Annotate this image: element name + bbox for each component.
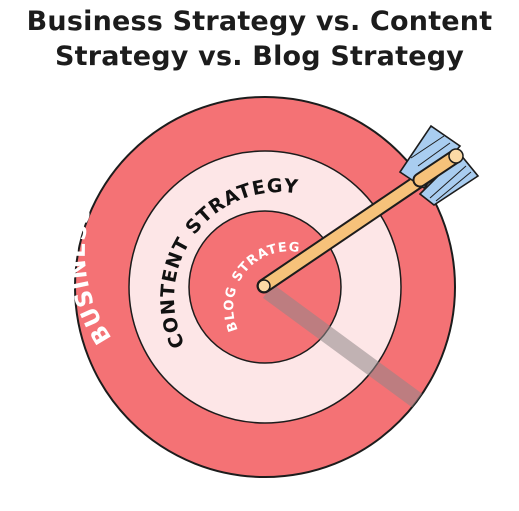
arrow-tip (257, 279, 271, 293)
title-line-2: Strategy vs. Blog Strategy (54, 41, 465, 72)
arrow-nock (448, 148, 464, 164)
page-title: Business Strategy vs. Content Strategy v… (0, 4, 519, 74)
arrow-shadow (262, 284, 436, 417)
title-line-1: Business Strategy vs. Content (26, 6, 493, 37)
arrow (256, 124, 480, 294)
